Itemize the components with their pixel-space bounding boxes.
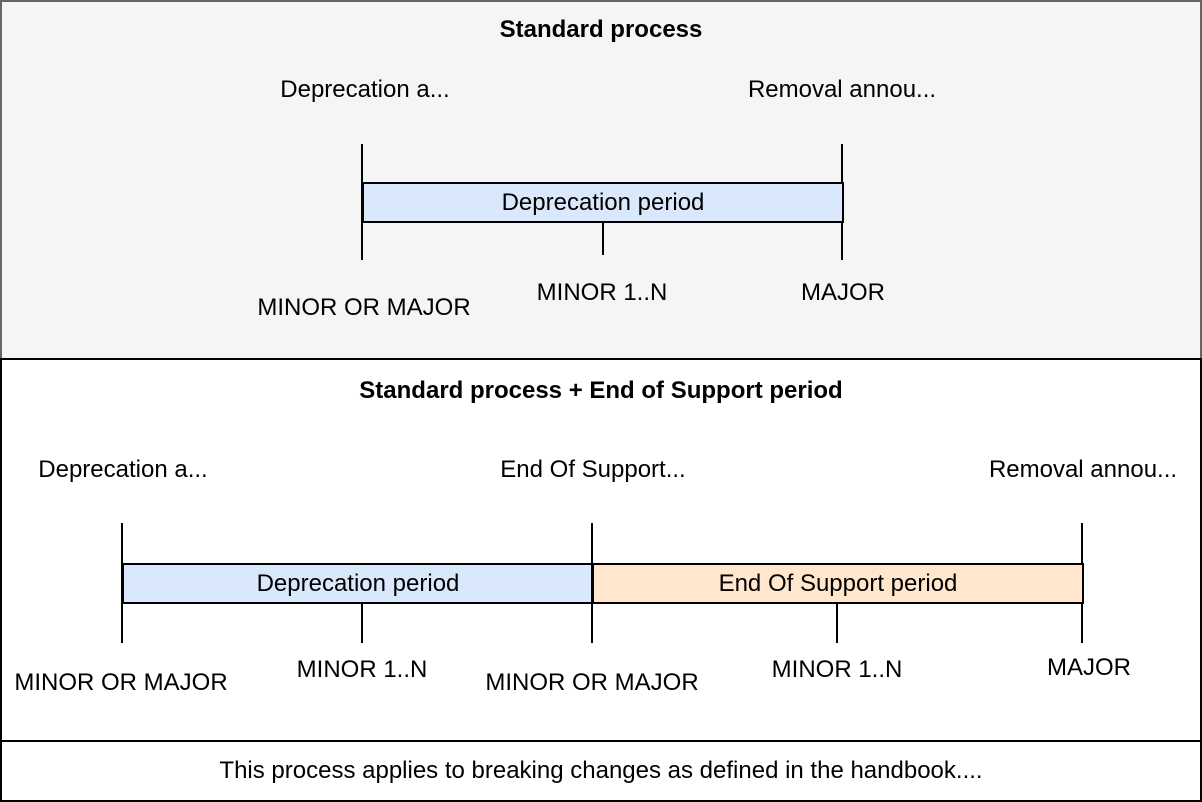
- eos-milestone-minor-or-major-1: MINOR OR MAJOR: [14, 669, 228, 696]
- footer-note-text: This process applies to breaking changes…: [219, 757, 983, 784]
- eos-milestone-minor-1n-2: MINOR 1..N: [771, 656, 903, 683]
- footer-note-panel: This process applies to breaking changes…: [0, 740, 1202, 802]
- standard-deprecation-announcement-label: Deprecation a...: [280, 76, 450, 103]
- eos-middle-timeline-line: [591, 523, 593, 643]
- eos-process-title: Standard process + End of Support period: [359, 377, 843, 404]
- standard-milestone-major: MAJOR: [801, 279, 885, 306]
- standard-deprecation-period-bar: Deprecation period: [362, 182, 844, 223]
- standard-process-panel: Standard process Deprecation a... Remova…: [0, 0, 1202, 360]
- eos-deprecation-tick-line: [361, 603, 363, 643]
- eos-removal-announcement-label: Removal annou...: [988, 456, 1178, 483]
- eos-deprecation-period-bar: Deprecation period: [122, 563, 594, 604]
- standard-process-title: Standard process: [499, 16, 703, 43]
- standard-milestone-minor-or-major: MINOR OR MAJOR: [257, 294, 471, 321]
- eos-support-tick-line: [836, 603, 838, 643]
- eos-end-of-support-period-bar: End Of Support period: [592, 563, 1084, 604]
- standard-middle-tick-line: [602, 222, 604, 255]
- eos-deprecation-announcement-label: Deprecation a...: [38, 456, 208, 483]
- eos-end-of-support-announcement-label: End Of Support...: [500, 456, 686, 483]
- eos-milestone-major: MAJOR: [1047, 654, 1131, 681]
- eos-process-panel: Standard process + End of Support period…: [0, 358, 1202, 742]
- eos-milestone-minor-or-major-2: MINOR OR MAJOR: [485, 669, 699, 696]
- standard-removal-announcement-label: Removal annou...: [747, 76, 937, 103]
- eos-milestone-minor-1n-1: MINOR 1..N: [296, 656, 428, 683]
- standard-milestone-minor-1n: MINOR 1..N: [536, 279, 668, 306]
